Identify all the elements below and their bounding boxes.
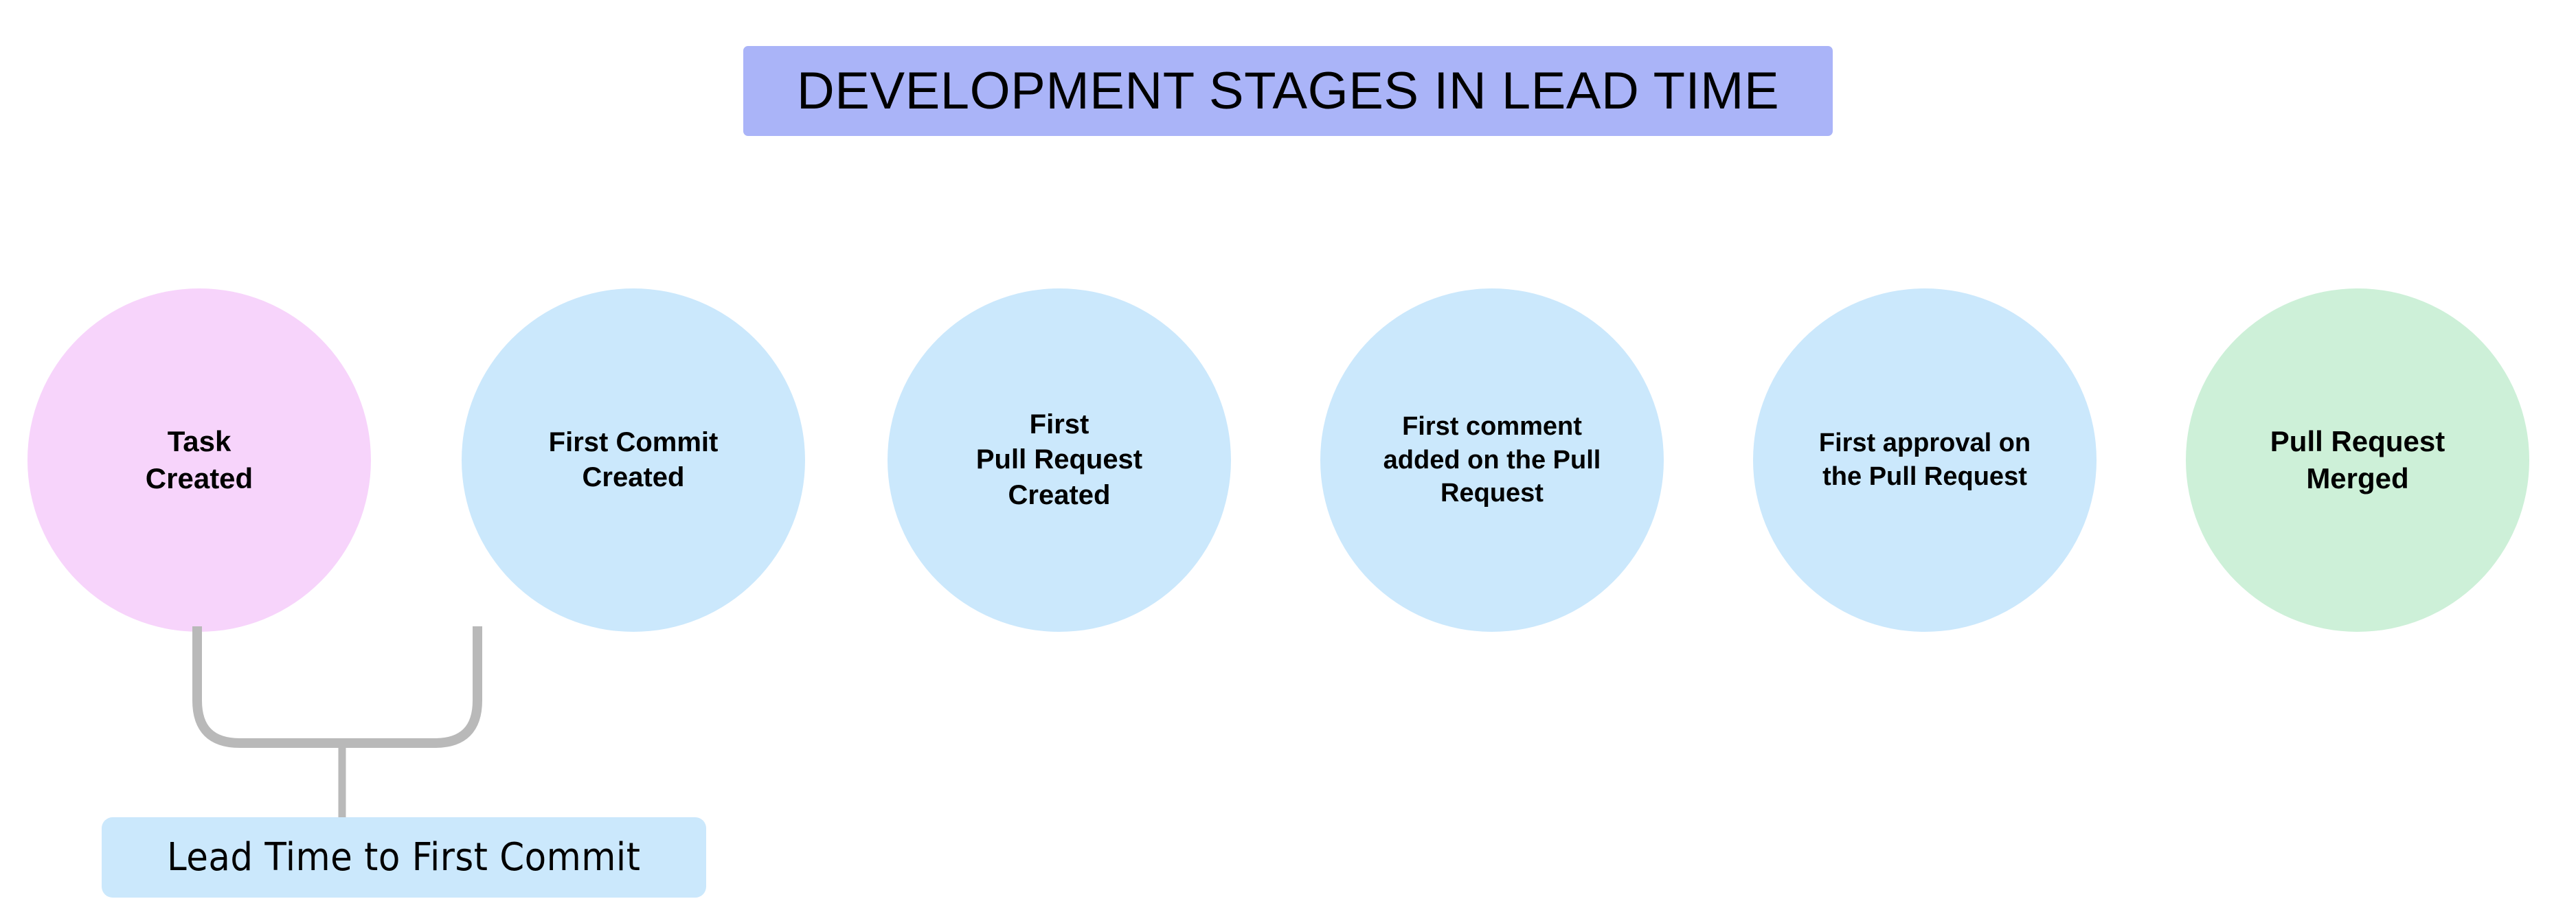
page-title: DEVELOPMENT STAGES IN LEAD TIME: [796, 61, 1780, 120]
stage-label-first-approval-on-pull-request: First approval on the Pull Request: [1818, 429, 2031, 491]
lead-time-label-box[interactable]: Lead Time to First Commit: [102, 817, 706, 898]
diagram-title-banner: DEVELOPMENT STAGES IN LEAD TIME: [743, 46, 1833, 136]
stage-label-task-created: Task Created: [145, 425, 253, 494]
stage-node-task-created[interactable]: Task Created: [27, 288, 371, 632]
stage-label-first-pull-request-created: First Pull Request Created: [975, 409, 1143, 510]
stage-node-pull-request-merged[interactable]: Pull Request Merged: [2186, 288, 2529, 632]
stage-node-first-comment-on-pull-request[interactable]: First comment added on the Pull Request: [1320, 288, 1664, 632]
stage-label-first-commit-created: First Commit Created: [548, 426, 719, 492]
stage-label-first-comment-on-pull-request: First comment added on the Pull Request: [1383, 412, 1601, 508]
stage-node-first-approval-on-pull-request[interactable]: First approval on the Pull Request: [1753, 288, 2097, 632]
stage-node-first-commit-created[interactable]: First Commit Created: [462, 288, 805, 632]
lead-time-label-text: Lead Time to First Commit: [167, 835, 641, 880]
stage-node-first-pull-request-created[interactable]: First Pull Request Created: [888, 288, 1231, 632]
stage-label-pull-request-merged: Pull Request Merged: [2270, 425, 2445, 494]
